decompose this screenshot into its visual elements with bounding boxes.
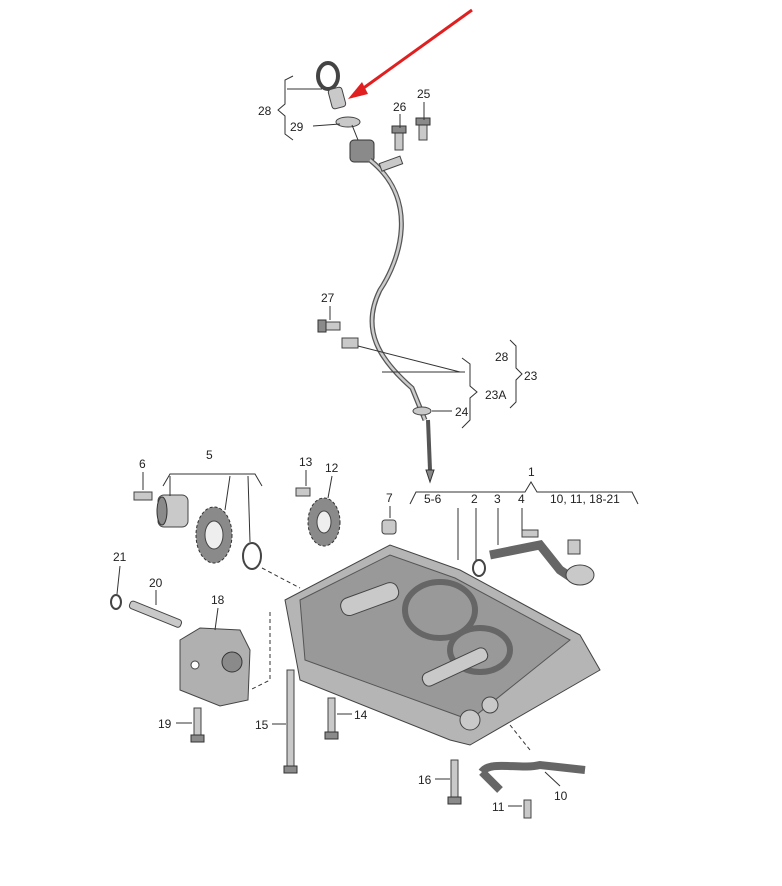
- bushing: [156, 494, 189, 528]
- oil-pump-housing: [284, 544, 601, 746]
- callout-28-bottom: 28: [495, 350, 509, 364]
- bolt-4: [521, 529, 539, 538]
- callout-26: 26: [393, 100, 407, 114]
- sleeve-7: [381, 519, 397, 535]
- callout-10-11-18-21: 10, 11, 18-21: [550, 492, 620, 506]
- callout-labels: 28 29 26 25 27 28 23 23A 24 1 5-6 2 3 4 …: [113, 87, 620, 814]
- callout-5: 5: [206, 448, 213, 462]
- bolt-11: [523, 799, 532, 819]
- callout-14: 14: [354, 708, 368, 722]
- callout-3: 3: [494, 492, 501, 506]
- pipe-10: [478, 760, 586, 793]
- callout-12: 12: [325, 461, 339, 475]
- callout-7: 7: [386, 491, 393, 505]
- callout-16: 16: [418, 773, 432, 787]
- callout-23: 23: [524, 369, 538, 383]
- callout-2: 2: [471, 492, 478, 506]
- dipstick: [316, 61, 435, 484]
- callout-24: 24: [455, 405, 469, 419]
- bolt-26: [391, 125, 407, 151]
- bolt-27: [317, 319, 341, 333]
- pipe-3: [489, 539, 595, 586]
- callout-11: 11: [492, 800, 505, 814]
- callout-4: 4: [518, 492, 525, 506]
- callout-10: 10: [554, 789, 568, 803]
- bolt-16: [447, 759, 462, 805]
- gear-12: [307, 497, 341, 547]
- callout-29: 29: [290, 120, 304, 134]
- callout-27: 27: [321, 291, 335, 305]
- callout-28-top: 28: [258, 104, 272, 118]
- callout-1: 1: [528, 465, 535, 479]
- circlip: [242, 542, 262, 570]
- leader-lines: [116, 75, 639, 807]
- callout-25: 25: [417, 87, 431, 101]
- callout-23a: 23A: [485, 388, 506, 402]
- callout-19: 19: [158, 717, 172, 731]
- callout-21: 21: [113, 550, 127, 564]
- oil-pump-18: [179, 627, 251, 707]
- bolt-6: [133, 491, 153, 501]
- callout-20: 20: [149, 576, 163, 590]
- oring-2: [472, 559, 486, 577]
- pin-20: [128, 600, 183, 628]
- bolt-19: [190, 707, 205, 743]
- bolt-13: [295, 487, 311, 497]
- bolt-14: [324, 697, 339, 740]
- bolt-25: [415, 117, 431, 141]
- callout-6: 6: [139, 457, 146, 471]
- callout-13: 13: [299, 455, 313, 469]
- bolt-15: [283, 669, 298, 774]
- callout-5-6: 5-6: [424, 492, 442, 506]
- highlight-arrow: [348, 8, 473, 99]
- oring-21: [110, 594, 122, 610]
- gear-5: [195, 506, 233, 564]
- callout-15: 15: [255, 718, 269, 732]
- callout-18: 18: [211, 593, 225, 607]
